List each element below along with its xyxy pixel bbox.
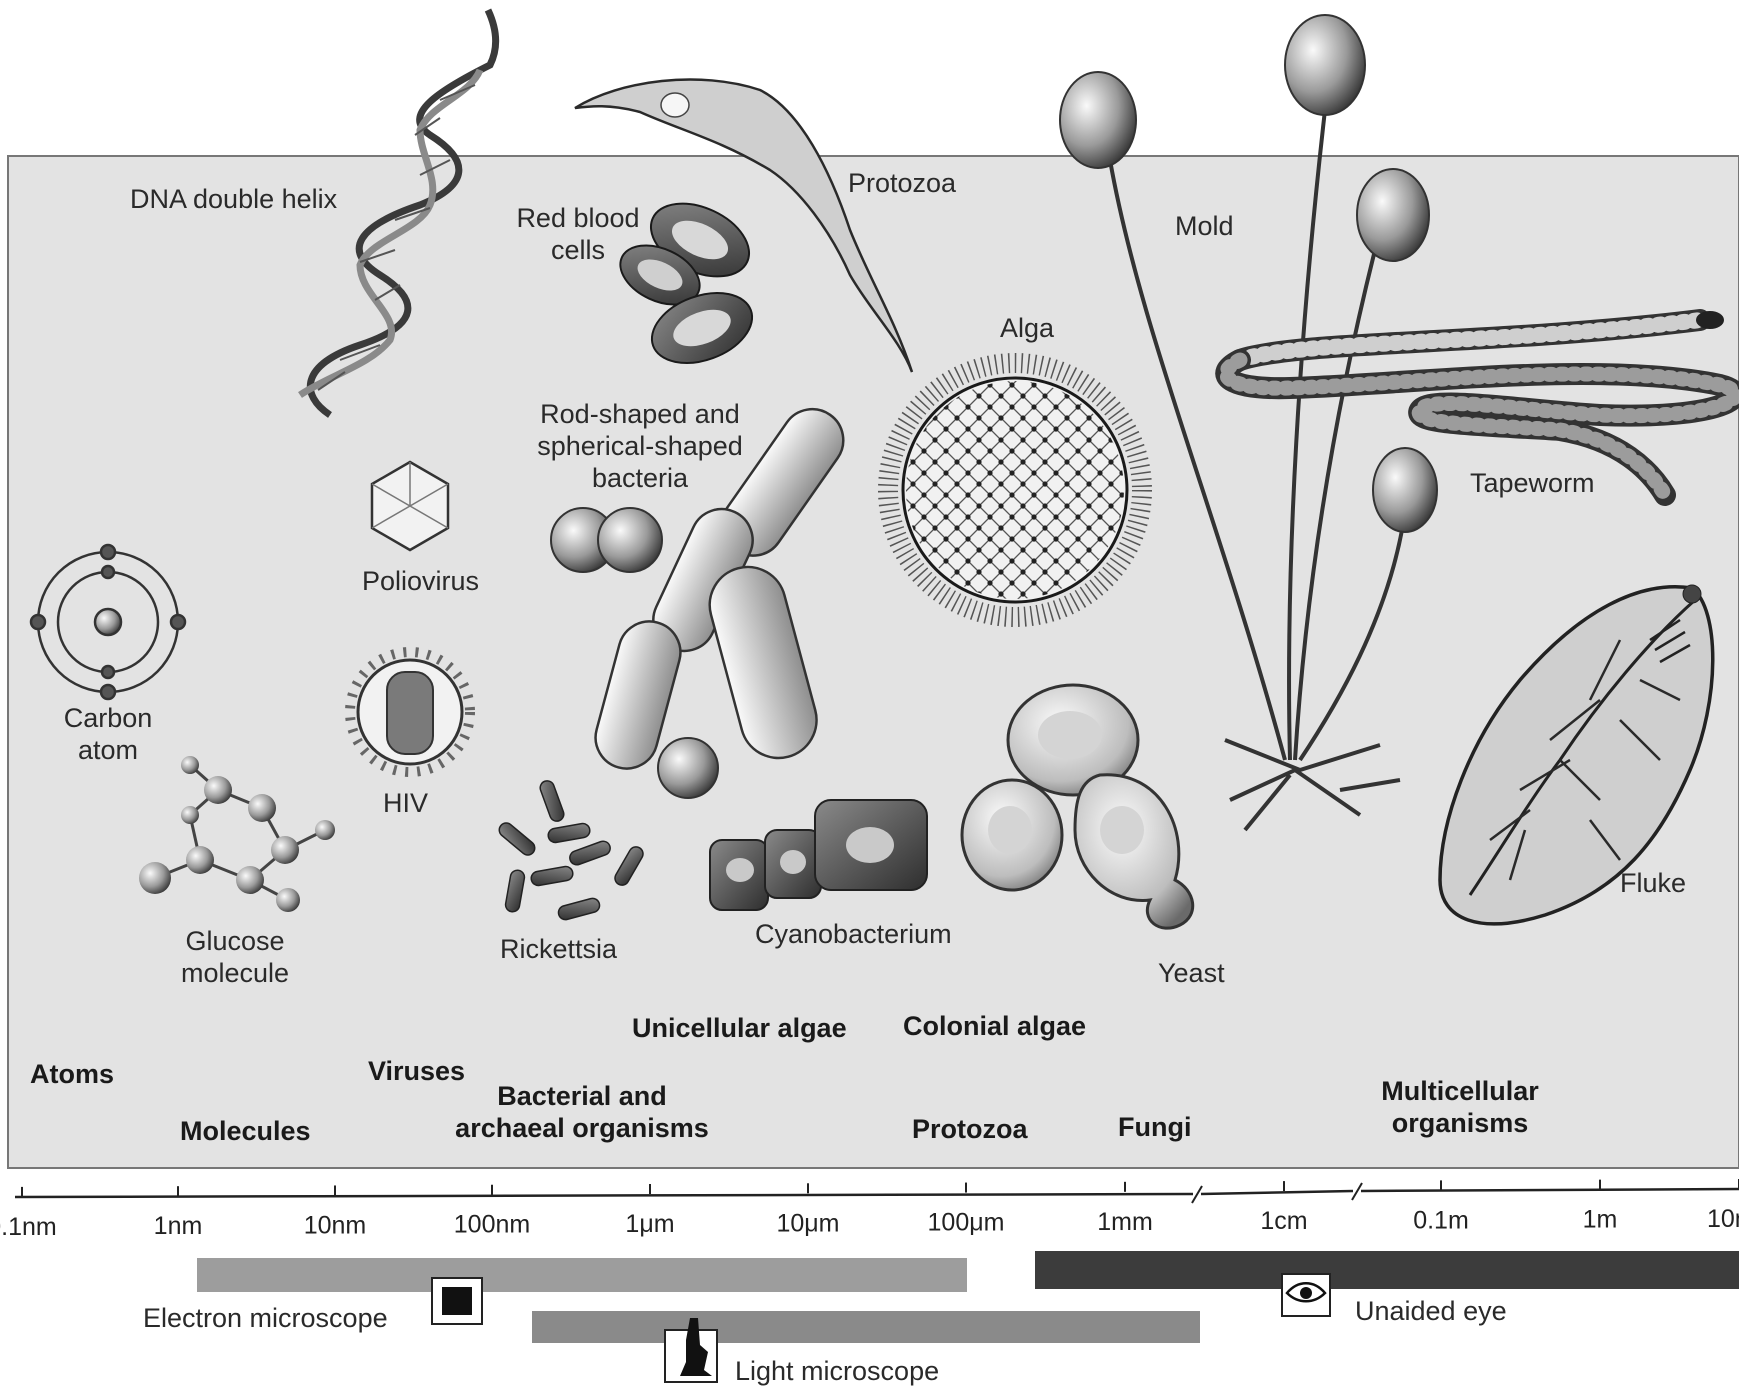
scale-tick-label: 1cm xyxy=(1260,1207,1307,1235)
scale-tick-label: 1mm xyxy=(1097,1208,1153,1236)
scale-tick-label: 1nm xyxy=(154,1212,203,1240)
poliovirus-label: Poliovirus xyxy=(362,566,479,596)
scale-tick-label: 0.1nm xyxy=(0,1213,57,1241)
light-microscope-range-bar xyxy=(532,1311,1200,1343)
scale-tick-label: 10m xyxy=(1707,1205,1739,1233)
scale-ticks: 0.1nm 1nm 10nm 100nm 1μm 10μm 100μm 1mm 1cm 0.1m 1… xyxy=(0,1179,1739,1241)
group-viruses: Viruses xyxy=(368,1056,465,1086)
scale-tick-label: 1μm xyxy=(625,1210,674,1238)
alga-label: Alga xyxy=(1000,313,1055,343)
protozoa-label: Protozoa xyxy=(848,168,957,198)
scale-tick-label: 100nm xyxy=(454,1211,530,1239)
group-fungi: Fungi xyxy=(1118,1112,1191,1142)
group-colonial-algae: Colonial algae xyxy=(903,1011,1086,1041)
dna-label: DNA double helix xyxy=(130,184,338,214)
rickettsia-label: Rickettsia xyxy=(500,934,618,964)
hiv-label: HIV xyxy=(383,788,428,818)
group-protozoa: Protozoa xyxy=(912,1114,1028,1144)
eye-icon xyxy=(1282,1274,1330,1316)
group-molecules: Molecules xyxy=(180,1116,311,1146)
scale-tick-label: 100μm xyxy=(928,1209,1005,1237)
electron-microscope-icon xyxy=(432,1278,482,1324)
scale-tick-label: 10μm xyxy=(776,1209,839,1237)
unaided-eye-label: Unaided eye xyxy=(1355,1296,1507,1326)
group-atoms: Atoms xyxy=(30,1059,114,1089)
fluke-label: Fluke xyxy=(1620,868,1686,898)
electron-microscope-range-bar xyxy=(197,1258,967,1292)
light-microscope-label: Light microscope xyxy=(735,1356,939,1386)
tapeworm-label: Tapeworm xyxy=(1470,468,1595,498)
yeast-label: Yeast xyxy=(1158,958,1225,988)
size-scale-axis xyxy=(15,1183,1739,1203)
scale-tick-label: 0.1m xyxy=(1413,1206,1469,1234)
mold-label: Mold xyxy=(1175,211,1234,241)
unaided-eye-range-bar xyxy=(1035,1251,1739,1289)
scale-tick-label: 1m xyxy=(1583,1206,1618,1234)
scale-tick-label: 10nm xyxy=(304,1211,367,1239)
group-unicellular-algae: Unicellular algae xyxy=(632,1013,847,1043)
cyanobacterium-label: Cyanobacterium xyxy=(755,919,952,949)
electron-microscope-label: Electron microscope xyxy=(143,1303,388,1333)
